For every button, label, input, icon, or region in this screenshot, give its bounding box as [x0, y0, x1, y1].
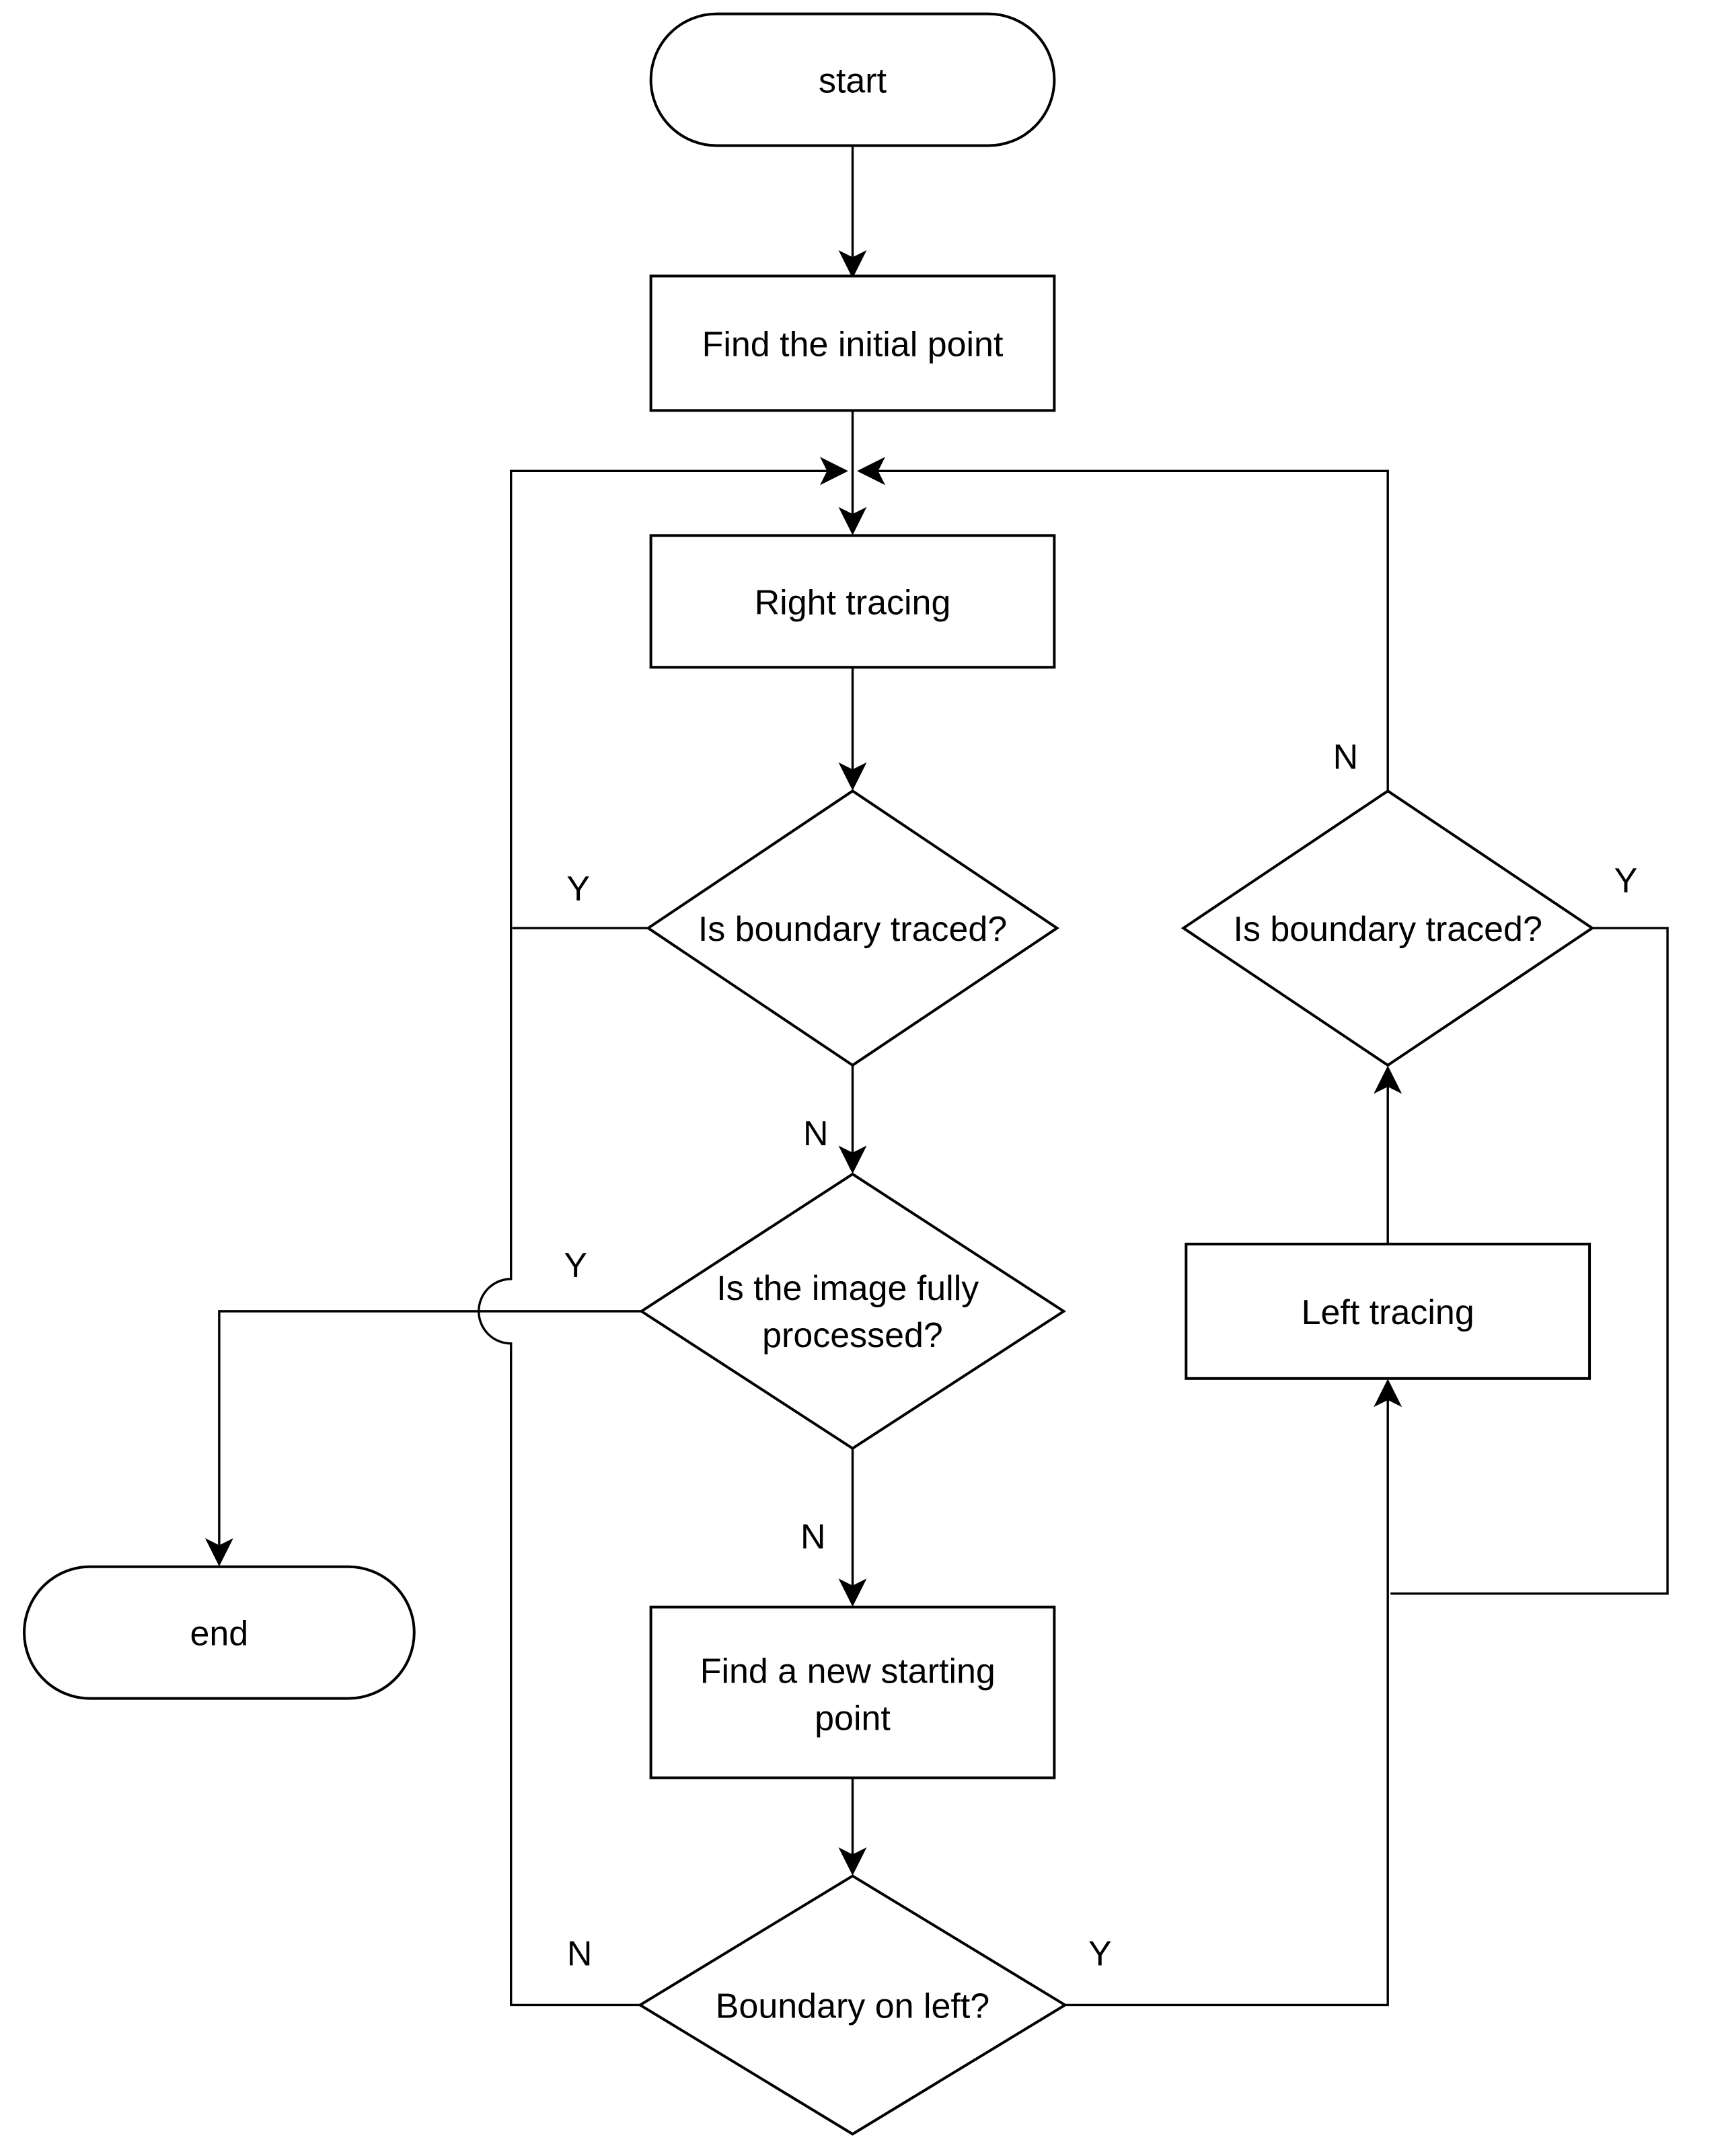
label-boundary-left-yes: Y [1088, 1934, 1112, 1973]
end-node [22, 1565, 416, 1700]
is-boundary-traced-right-label: Is boundary traced? [1234, 910, 1542, 949]
left-tracing-label: Left tracing [1302, 1293, 1474, 1332]
is-boundary-traced-left-node [646, 789, 1059, 1067]
right-tracing-label: Right tracing [755, 583, 951, 622]
edge-right-traced-no-merge [857, 457, 1389, 792]
find-new-start-label: Find a new starting point [700, 1652, 1006, 1738]
boundary-on-left-node [637, 1874, 1068, 2136]
label-boundary-left-no: N [567, 1934, 593, 1973]
is-image-fully-processed-line1: Is the image fully [716, 1269, 979, 1308]
edge-right-traced-yes-loop [1390, 927, 1669, 1595]
edge-boundary-yes-to-left-tracing [1065, 1379, 1402, 2007]
end-node-label: end [190, 1615, 249, 1654]
is-boundary-traced-left-label: Is boundary traced? [698, 910, 1007, 949]
is-image-fully-processed-node [638, 1172, 1067, 1451]
is-image-fully-processed-line2: processed? [762, 1316, 943, 1355]
find-initial-point-label: Find the initial point [702, 325, 1004, 364]
find-new-start-line1: Find a new starting [700, 1652, 996, 1691]
left-tracing-node [1185, 1242, 1591, 1380]
is-boundary-traced-right-node [1180, 789, 1595, 1067]
label-left-traced-no: N [803, 1114, 829, 1153]
start-node [649, 12, 1056, 147]
find-new-start-node [649, 1605, 1056, 1779]
start-node-label: start [819, 62, 887, 101]
edge-fully-processed-yes-to-end [204, 1310, 642, 1567]
find-initial-point-node [649, 274, 1056, 412]
label-right-traced-no: N [1333, 738, 1359, 777]
label-right-traced-yes: Y [1614, 861, 1638, 900]
is-image-fully-processed-label: Is the image fully processed? [716, 1269, 988, 1355]
boundary-on-left-label: Boundary on left? [716, 1987, 989, 2026]
label-left-traced-yes: Y [566, 870, 590, 909]
label-fully-processed-no: N [800, 1518, 826, 1557]
right-tracing-node [649, 534, 1056, 669]
find-new-start-line2: point [815, 1699, 891, 1738]
label-fully-processed-yes: Y [564, 1246, 587, 1285]
